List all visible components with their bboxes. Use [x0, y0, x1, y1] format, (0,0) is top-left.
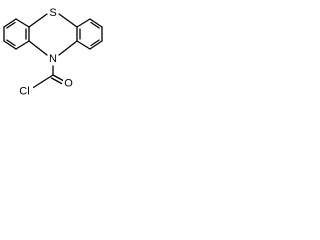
nitrogen-label: N: [49, 53, 57, 65]
atom-label-chlorine: Cl: [16, 85, 33, 98]
oxygen-label: O: [64, 78, 73, 90]
chlorine-label: Cl: [19, 86, 29, 98]
central-ring-bonds: [28, 13, 78, 56]
chemical-structure: S N O Cl: [3, 6, 103, 98]
atom-label-oxygen: O: [63, 77, 74, 90]
left-benzene-ring: [3, 18, 30, 50]
sulfur-label: S: [49, 7, 56, 19]
chloroacetyl-chain: [30, 61, 64, 90]
atom-label-nitrogen: N: [47, 52, 59, 66]
right-benzene-ring: [76, 18, 103, 50]
atom-label-sulfur: S: [47, 6, 59, 20]
